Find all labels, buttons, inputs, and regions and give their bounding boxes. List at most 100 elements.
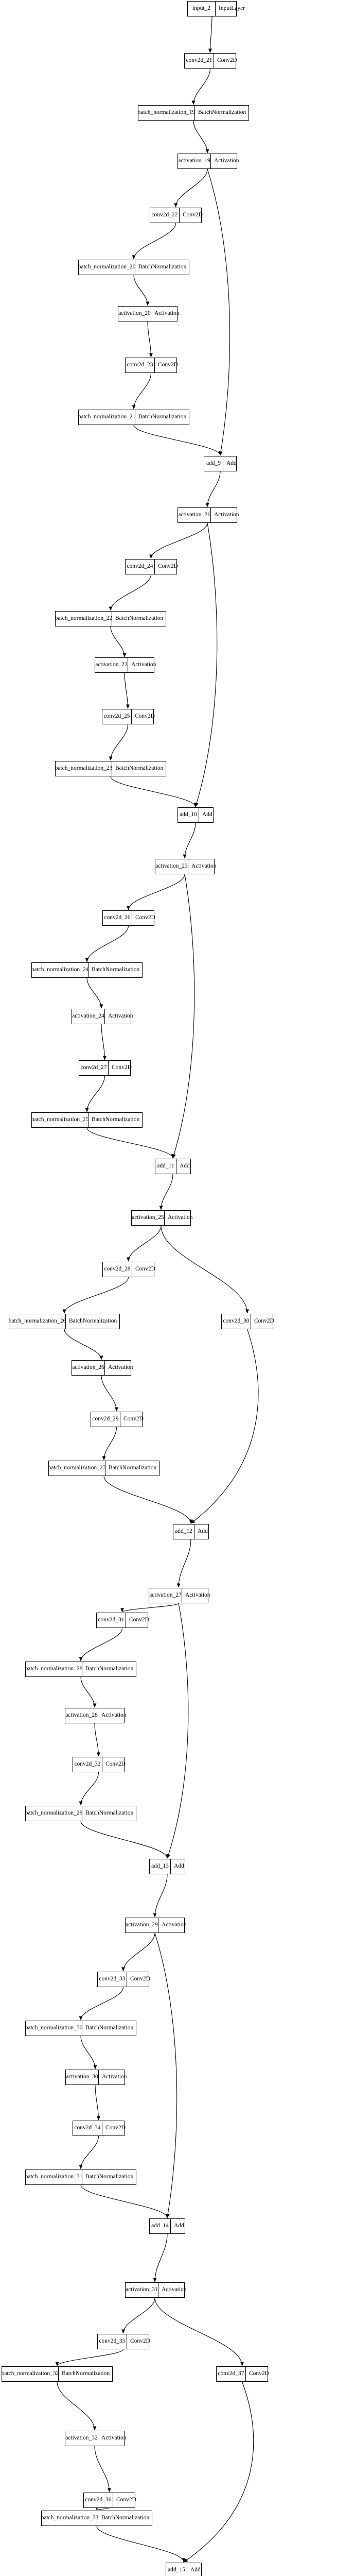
edge-activation_23-to-conv2d_26 (127, 874, 185, 910)
edge-batch_normalization_22-to-activation_22 (110, 626, 127, 657)
layer-node-name: conv2d_26 (103, 911, 132, 925)
edge-activation_32-to-conv2d_36 (94, 2446, 112, 2493)
layer-node-name: conv2d_23 (126, 358, 155, 372)
layer-node-name: conv2d_25 (102, 709, 132, 724)
layer-node-name: conv2d_34 (73, 2121, 102, 2136)
layer-node-name: conv2d_28 (103, 1262, 132, 1277)
layer-node-type: BatchNormalization (62, 2370, 110, 2377)
layer-node-name: batch_normalization_22 (55, 612, 112, 626)
layer-node-type: Conv2D (135, 1266, 155, 1273)
layer-node-name: batch_normalization_28 (25, 1662, 82, 1676)
layer-node-type: Add (226, 460, 237, 467)
layer-node-type: BatchNormalization (138, 414, 187, 420)
layer-node-name: activation_30 (66, 2070, 99, 2084)
layer-node-type: InputLayer (219, 5, 245, 12)
edge-batch_normalization_19-to-activation_19 (193, 120, 209, 154)
layer-node-name: add_11 (155, 1159, 176, 1174)
layer-node-type: BatchNormalization (109, 1465, 157, 1471)
layer-node-type: BatchNormalization (85, 2025, 134, 2031)
layer-node-name: conv2d_22 (150, 208, 180, 223)
layer-node-name: batch_normalization_23 (55, 761, 112, 776)
edge-batch_normalization_21-to-add_9 (133, 425, 222, 456)
layer-node-type: BatchNormalization (69, 1318, 117, 1325)
layer-node-name: activation_27 (149, 1588, 182, 1603)
layer-node-type: Conv2D (158, 563, 178, 570)
layer-node-name: conv2d_33 (98, 1972, 127, 1987)
edge-conv2d_26-to-batch_normalization_24 (85, 925, 129, 962)
layer-node-name: batch_normalization_29 (25, 1806, 82, 1821)
layer-node-type: Activation (101, 1712, 127, 1719)
edge-batch_normalization_31-to-add_14 (80, 2184, 169, 2218)
edge-activation_28-to-conv2d_32 (94, 1723, 101, 1757)
edge-conv2d_27-to-batch_normalization_25 (85, 1075, 105, 1112)
edge-activation_31-to-conv2d_37 (154, 2297, 244, 2366)
edge-activation_25-to-conv2d_28 (126, 1225, 162, 1262)
layer-node-type: Conv2D (112, 1064, 132, 1071)
layer-node-type: Conv2D (217, 57, 237, 64)
edge-activation_21-to-add_10 (194, 522, 218, 807)
layer-node-name: conv2d_35 (98, 2334, 127, 2349)
edges-group (55, 16, 259, 2563)
layer-node-name: activation_24 (72, 1009, 105, 1024)
layer-node-type: Conv2D (130, 1976, 150, 1982)
edge-activation_31-to-conv2d_35 (121, 2297, 155, 2334)
layer-node-type: Conv2D (105, 2125, 126, 2131)
layer-node-type: Activation (131, 662, 156, 668)
